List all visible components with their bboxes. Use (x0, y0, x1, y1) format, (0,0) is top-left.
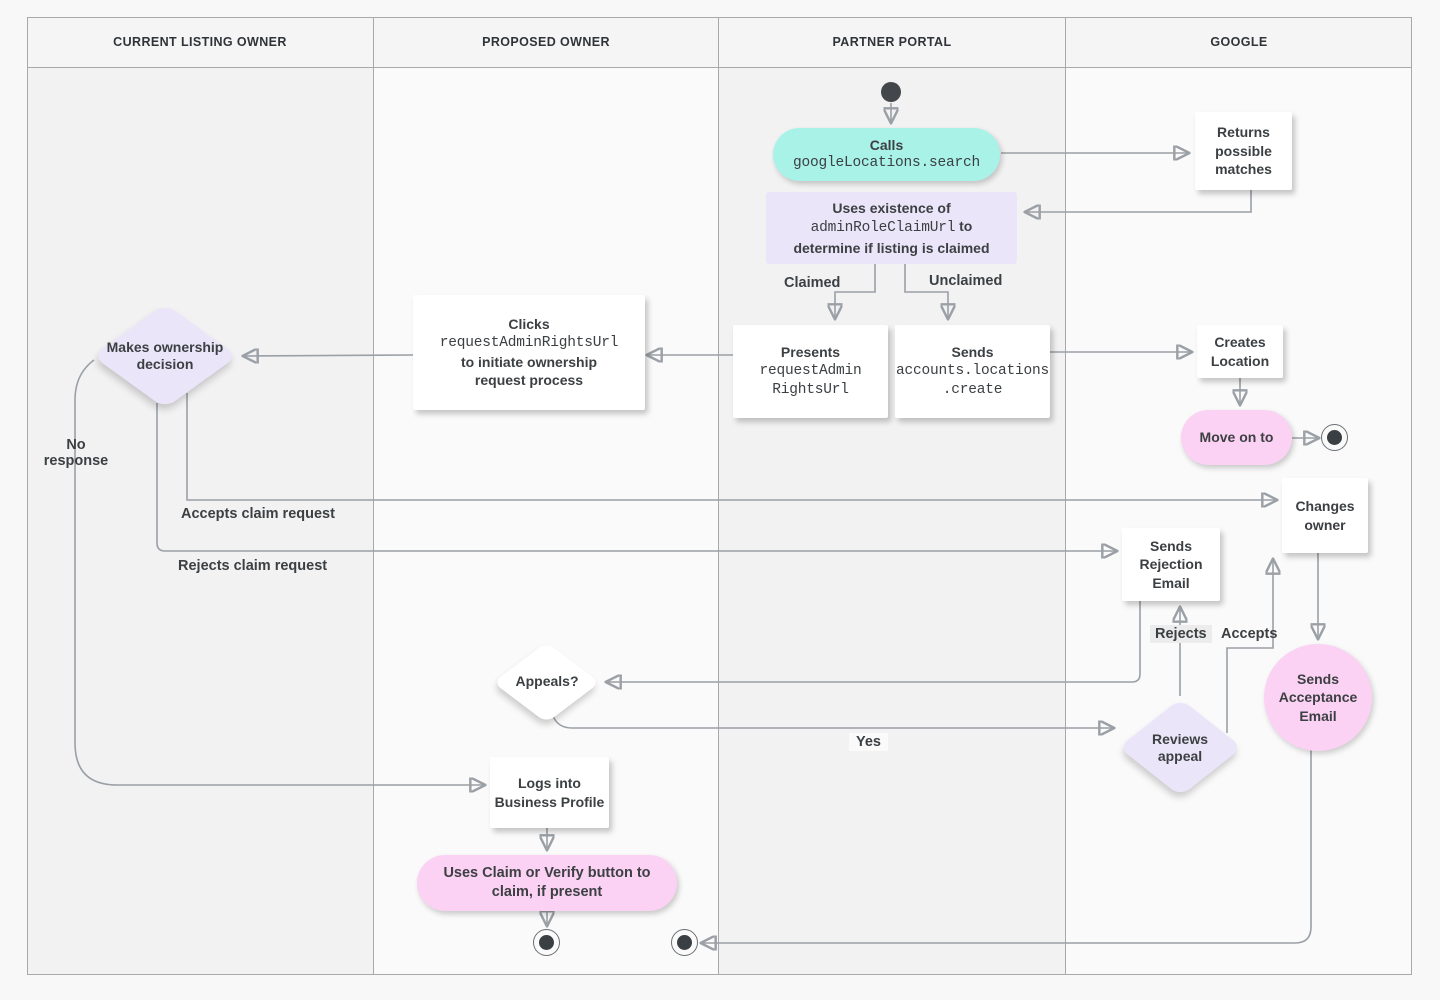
edge-label-unclaimed: Unclaimed (929, 273, 1003, 289)
node-title: Clicks (508, 316, 550, 333)
lane-header-label: GOOGLE (1210, 35, 1268, 49)
node-line3: request process (474, 372, 584, 389)
node-label: Appeals? (515, 673, 579, 690)
node-title: Presents (780, 344, 841, 361)
node-code: requestAdminRightsUrl (439, 334, 619, 351)
node-line3: determine if listing is claimed (793, 239, 990, 256)
lane-header-label: PROPOSED OWNER (482, 35, 610, 49)
node-label: Changes owner (1295, 498, 1355, 533)
end-node-create-flow (1321, 424, 1348, 451)
node-line2: adminRoleClaimUrl to (811, 217, 973, 238)
end-node-acceptance-flow (671, 929, 698, 956)
node-label: Sends Acceptance Email (1278, 670, 1358, 724)
node-sends-rejection-email: Sends Rejection Email (1122, 528, 1220, 601)
start-node (881, 82, 901, 102)
diamond-label-reviews-appeal: Reviews appeal (1134, 699, 1226, 797)
node-label: Makes ownership decision (106, 338, 224, 373)
node-move-on-to: Move on to (1181, 410, 1292, 465)
end-node-dot (539, 935, 554, 950)
node-code: RightsUrl (772, 381, 849, 398)
lane-header-label: PARTNER PORTAL (832, 35, 952, 49)
node-title: Sends (951, 344, 994, 361)
lane-header-partner-portal: PARTNER PORTAL (719, 17, 1066, 68)
diagram-border (27, 17, 1412, 975)
edge-label-rejects: Rejects (1150, 625, 1212, 643)
node-presents-requestadminrightsurl: Presents requestAdmin RightsUrl (733, 325, 888, 418)
node-code: .create (942, 381, 1003, 398)
edge-label-accepts: Accepts (1221, 626, 1278, 642)
node-sends-accounts-locations-create: Sends accounts.locations .create (895, 325, 1050, 418)
edge-label-rejects-claim-request: Rejects claim request (178, 558, 328, 574)
edge-label-claimed: Claimed (784, 275, 841, 291)
edge-label-accepts-claim-request: Accepts claim request (181, 506, 335, 522)
diamond-label-appeals: Appeals? (494, 642, 600, 722)
node-line2: to initiate ownership (460, 353, 598, 370)
node-line1: Uses existence of (832, 199, 951, 216)
edge-label-no-response: No response (43, 437, 109, 469)
node-label: Move on to (1199, 429, 1274, 446)
node-calls-googlelocations-search: Calls googleLocations.search (773, 128, 1000, 181)
end-node-dot (1327, 430, 1342, 445)
node-code: accounts.locations (895, 362, 1050, 379)
end-node-dot (677, 935, 692, 950)
node-uses-existence-adminroleclaimurl: Uses existence of adminRoleClaimUrl to d… (766, 192, 1017, 264)
node-changes-owner: Changes owner (1282, 478, 1368, 553)
node-label: Returns possible matches (1215, 124, 1272, 178)
node-clicks-requestadminrightsurl: Clicks requestAdminRightsUrl to initiate… (413, 295, 645, 410)
node-code: googleLocations.search (792, 155, 981, 172)
edge-label-yes: Yes (849, 733, 888, 751)
node-creates-location: Creates Location (1197, 325, 1283, 378)
node-title: Calls (869, 136, 904, 153)
node-label: Reviews appeal (1151, 730, 1209, 765)
end-node-claim-flow (533, 929, 560, 956)
diamond-label-makes-ownership-decision: Makes ownership decision (101, 306, 229, 406)
node-label: Logs into Business Profile (494, 775, 605, 810)
node-label: Sends Rejection Email (1139, 537, 1203, 591)
lane-header-current-listing-owner: CURRENT LISTING OWNER (27, 17, 374, 68)
node-code: adminRoleClaimUrl (810, 220, 956, 237)
node-sends-acceptance-email: Sends Acceptance Email (1264, 644, 1372, 751)
node-uses-claim-or-verify-button: Uses Claim or Verify button to claim, if… (417, 855, 677, 911)
node-logs-into-business-profile: Logs into Business Profile (490, 757, 609, 828)
lane-header-proposed-owner: PROPOSED OWNER (374, 17, 719, 68)
node-label: Uses Claim or Verify button to claim, if… (443, 864, 651, 900)
lane-header-label: CURRENT LISTING OWNER (113, 35, 287, 49)
node-code: requestAdmin (759, 362, 862, 379)
lane-header-google: GOOGLE (1066, 17, 1412, 68)
node-label: Creates Location (1210, 334, 1270, 369)
node-returns-possible-matches: Returns possible matches (1195, 112, 1292, 190)
node-after-code: to (955, 218, 973, 235)
